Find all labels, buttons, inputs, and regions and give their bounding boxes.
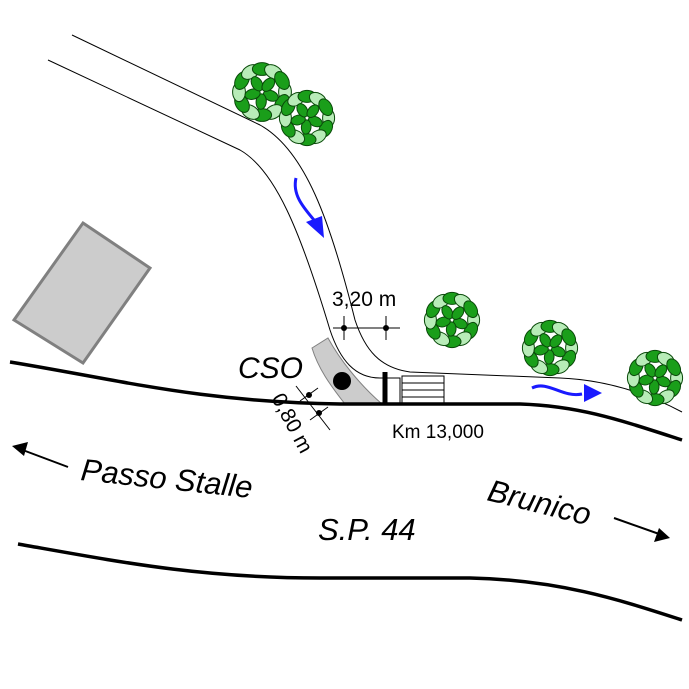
cso-area [311,337,384,405]
tree-icon [278,89,336,147]
direction-arrow-icon [12,442,69,468]
cso-point-icon [333,372,351,390]
offset-measure-label: 0,80 m [267,390,317,457]
main-road-upper-edge [9,360,683,442]
cso-label: CSO [238,352,303,385]
direction-right-label: Brunico [484,473,594,532]
grating [401,375,445,405]
km-marker-label: Km 13,000 [392,422,484,443]
road-name-label: S.P. 44 [318,512,416,547]
trees [232,62,684,407]
side-path-right-edge [71,34,683,413]
flow-arrow-icon [531,384,602,402]
direction-arrow-icon [613,517,670,542]
building [11,220,153,366]
tree-icon [626,349,684,407]
flow-arrow-icon [293,177,324,238]
tree-icon [232,62,292,122]
side-path-left-edge [47,59,381,379]
main-road-lower-edge [17,542,683,622]
width-measure-label: 3,20 m [332,288,396,311]
tree-icon [423,291,481,349]
direction-left-label: Passo Stalle [79,452,254,505]
tree-icon [521,319,579,377]
